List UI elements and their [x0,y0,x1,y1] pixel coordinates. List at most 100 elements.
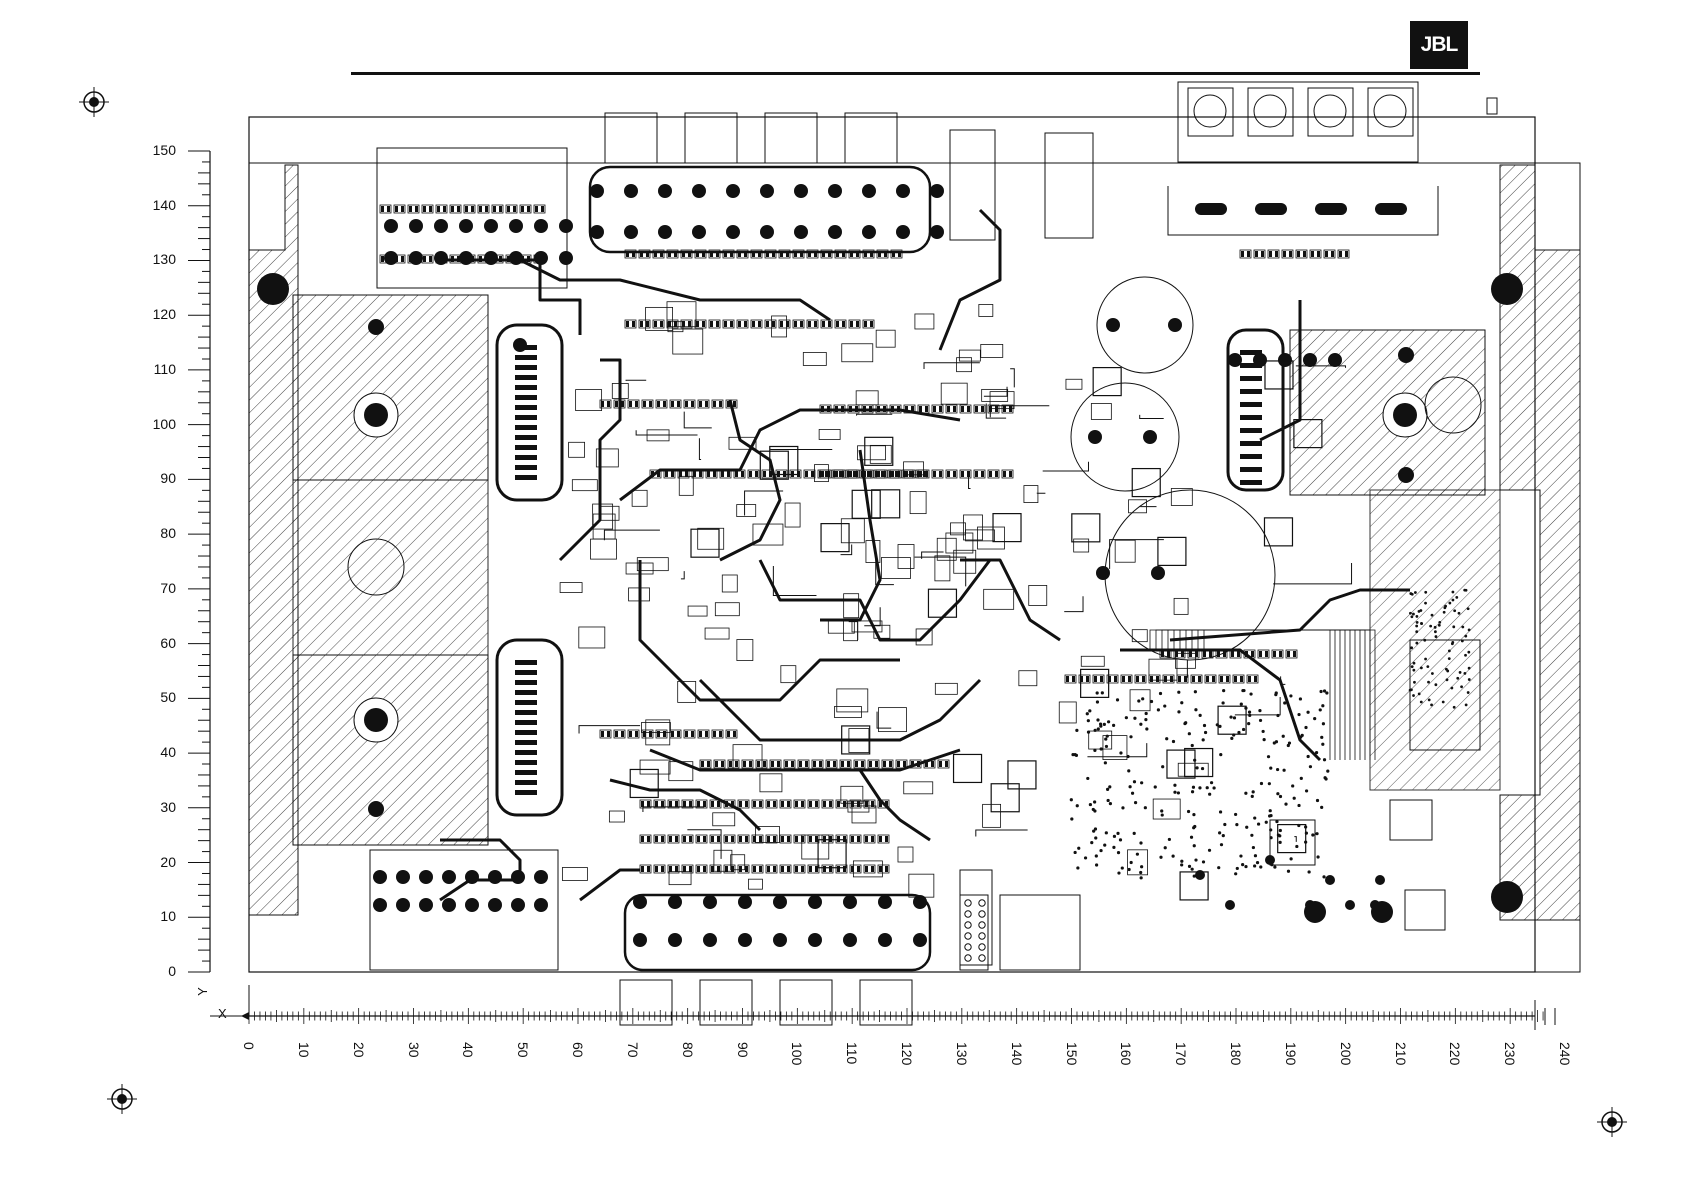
speaker-terminals [1168,82,1438,235]
ic-pin [515,730,537,735]
via [1070,798,1073,801]
smd-component [1163,675,1174,683]
smd-component [1310,250,1321,258]
through-hole-pad [808,895,822,909]
via [1415,625,1418,628]
transistor-package [821,524,849,552]
via [1223,823,1226,826]
smd-component [821,320,832,328]
ic-pin [515,770,537,775]
via [1459,671,1462,674]
via [1291,784,1294,787]
via [1267,755,1270,758]
transistor-package [954,754,982,782]
via [1288,741,1291,744]
x-tick-label: 210 [1393,1042,1409,1065]
smd-component [724,865,735,873]
through-hole-pad [488,898,502,912]
via [1086,712,1089,715]
through-hole-pad [488,870,502,884]
via [1192,813,1195,816]
smd-component [765,320,776,328]
smd-component [974,470,985,478]
ic-pin [1240,376,1262,381]
via [1320,806,1323,809]
via [1093,749,1096,752]
via [1263,738,1266,741]
via [1322,722,1325,725]
smd-component [770,760,781,768]
via [1319,690,1322,693]
via [1446,670,1449,673]
through-hole-pad [484,219,498,233]
smd-component [842,344,873,362]
via [1234,813,1237,816]
ic-pin [515,790,537,795]
pcb-trace [915,557,966,586]
via [1309,765,1312,768]
via [1093,800,1096,803]
y-tick-label: 110 [140,361,176,377]
via [1084,856,1087,859]
via [1315,832,1318,835]
via [1250,834,1253,837]
smd-component [673,329,703,354]
via [1452,599,1455,602]
via [1121,866,1124,869]
smd-component [394,205,405,213]
through-hole-pad [703,933,717,947]
through-hole-pad [459,251,473,265]
through-hole-pad [896,184,910,198]
smd-component [850,835,861,843]
through-hole-pad [559,219,573,233]
y-tick-label: 90 [140,470,176,486]
smd-component [780,865,791,873]
x-tick-label: 180 [1228,1042,1244,1065]
smd-component [780,835,791,843]
via [1165,737,1168,740]
via [1248,711,1251,714]
through-hole-pad [590,225,604,239]
smd-component [712,400,723,408]
via [1188,732,1191,735]
smd-component [946,470,957,478]
pcb-trace [699,438,701,459]
via [1087,719,1090,722]
via [1144,718,1147,721]
smd-component [1178,763,1208,776]
x-tick-label: 90 [735,1042,751,1058]
via [1464,635,1467,638]
via [1410,615,1413,618]
smd-component [849,320,860,328]
smd-component [713,813,735,826]
smd-component [1324,250,1335,258]
via [1278,834,1281,837]
via [1133,780,1136,783]
pcb-trace [1140,415,1164,419]
via [1305,832,1308,835]
via [1276,768,1279,771]
ic-pin [1240,454,1262,459]
via [1191,744,1194,747]
x-tick-label: 120 [899,1042,915,1065]
via [1420,701,1423,704]
through-hole-pad [738,933,752,947]
smd-component [1233,675,1244,683]
smd-component [464,205,475,213]
y-tick-label: 80 [140,525,176,541]
smd-component [642,400,653,408]
through-hole-pad [726,184,740,198]
through-hole-pad [1345,900,1355,910]
smd-component [822,835,833,843]
through-hole-pad [1228,353,1242,367]
via [1438,621,1441,624]
via [1251,795,1254,798]
via [1427,681,1430,684]
through-hole-pad [373,870,387,884]
smd-component [760,774,782,792]
via [1125,716,1128,719]
via [1253,816,1256,819]
via [1275,740,1278,743]
smd-component [819,429,840,439]
pcb-trace [969,475,971,488]
